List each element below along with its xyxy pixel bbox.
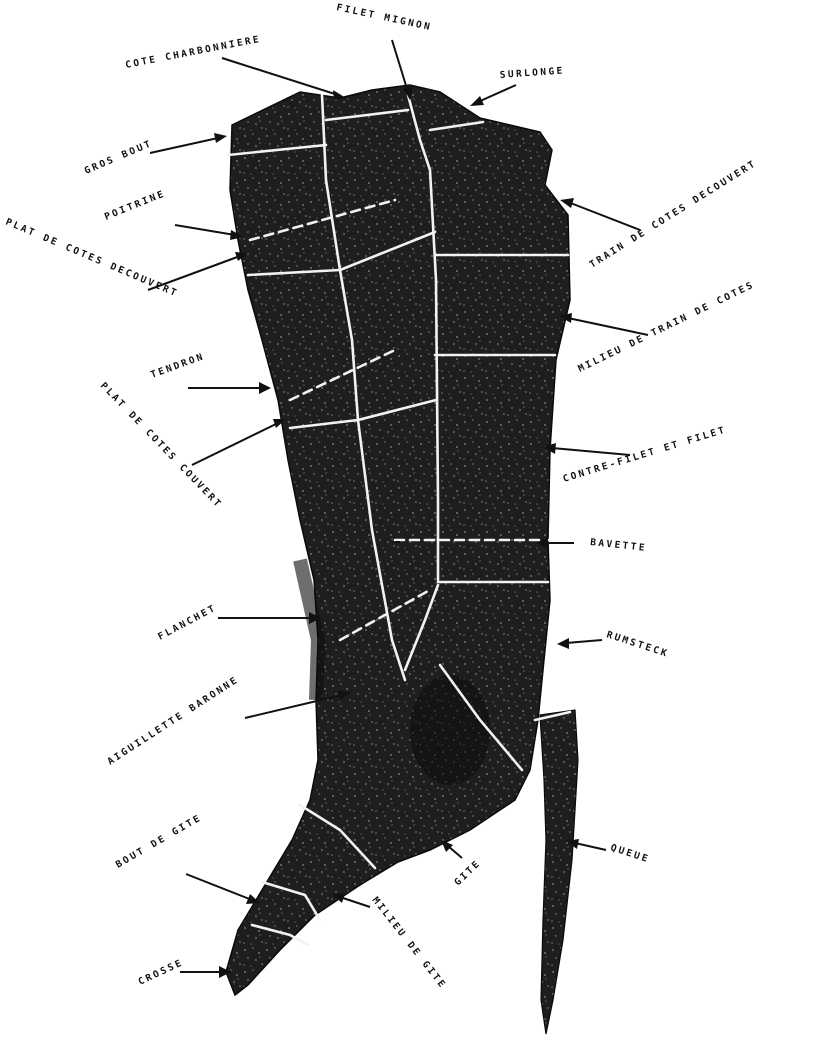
label-train-de-cotes-decouvert: TRAIN DE COTES DECOUVERT xyxy=(588,158,759,271)
label-contre-filet-et-filet: CONTRE-FILET ET FILET xyxy=(562,424,728,484)
label-surlonge: SURLONGE xyxy=(499,65,565,81)
label-plat-de-cotes-couvert: PLAT DE COTES COUVERT xyxy=(98,380,224,510)
label-crosse: CROSSE xyxy=(137,957,186,988)
label-rumsteck: RUMSTECK xyxy=(605,629,670,660)
label-poitrine: POITRINE xyxy=(103,188,167,223)
carcass-silhouette xyxy=(226,85,578,1034)
label-bout-de-gite: BOUT DE GITE xyxy=(114,812,204,870)
label-queue: QUEUE xyxy=(609,842,651,865)
label-filet-mignon: FILET MIGNON xyxy=(335,2,433,33)
label-plat-de-cotes-decouvert: PLAT DE COTES DECOUVERT xyxy=(4,217,180,300)
label-gite: GITE xyxy=(452,858,483,888)
label-milieu-de-train-de-cotes: MILIEU DE TRAIN DE COTES xyxy=(576,279,756,374)
label-aiguillette-baronne: AIGUILLETTE BARONNE xyxy=(106,674,241,767)
label-cote-charbonniere: COTE CHARBONNIERE xyxy=(124,34,262,71)
label-flanchet: FLANCHET xyxy=(156,602,219,642)
label-gros-bout: GROS BOUT xyxy=(83,138,155,177)
label-bavette: BAVETTE xyxy=(590,537,648,554)
label-tendron: TENDRON xyxy=(149,351,206,381)
label-milieu-de-gite: MILIEU DE GITE xyxy=(370,895,449,991)
